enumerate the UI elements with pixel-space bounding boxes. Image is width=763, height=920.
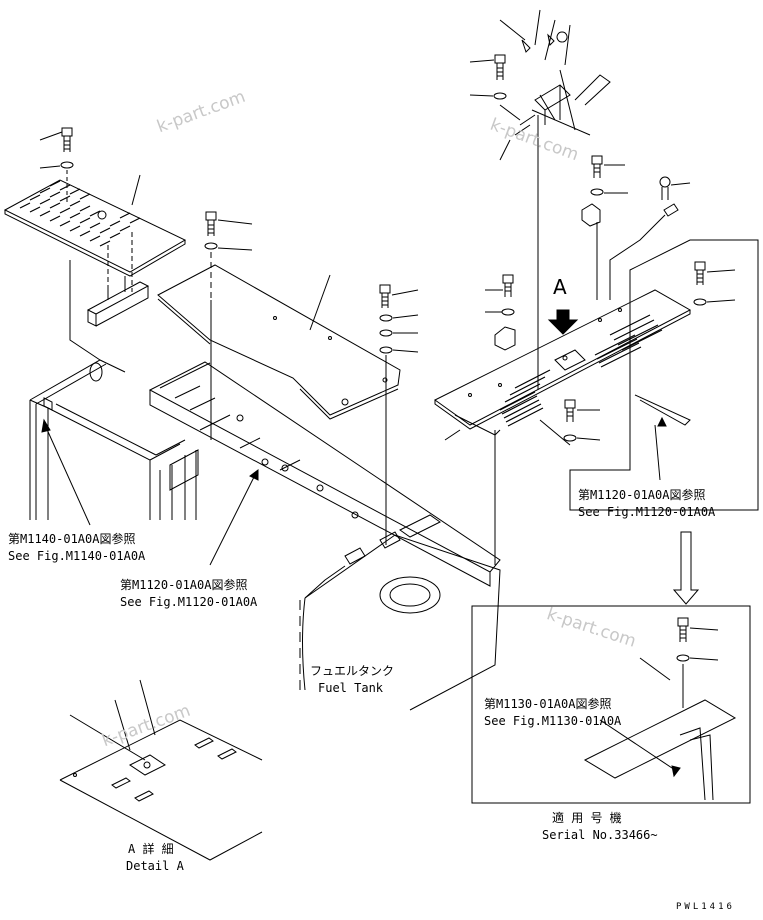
view-a-arrow xyxy=(547,309,579,335)
ref-m1120-right-jp: 第M1120-01A0A図参照 xyxy=(578,488,706,502)
bolt-8 xyxy=(564,399,600,422)
ref-m1130-jp: 第M1130-01A0A図参照 xyxy=(484,697,612,711)
lock-linkage xyxy=(499,9,611,161)
left-frame xyxy=(29,359,197,520)
grating-bracket xyxy=(86,276,150,327)
ref-m1140-jp: 第M1140-01A0A図参照 xyxy=(8,532,136,546)
bolt-2 xyxy=(205,211,253,236)
bolt-10 xyxy=(677,617,719,642)
bolt-6 xyxy=(659,176,691,200)
serial-box xyxy=(471,605,751,804)
ref-m1130-en: See Fig.M1130-01A0A xyxy=(484,714,622,728)
detail-a-view xyxy=(59,679,263,861)
detail-a-en: Detail A xyxy=(126,859,184,873)
bolt-5 xyxy=(591,155,625,178)
washer-1 xyxy=(39,161,74,169)
bolt-3 xyxy=(379,284,419,308)
ref-m1120-left-jp: 第M1120-01A0A図参照 xyxy=(120,578,248,592)
center-frame-rail xyxy=(148,361,501,587)
detail-a-jp: A 詳 細 xyxy=(128,842,174,856)
bolt-9 xyxy=(694,261,736,285)
serial-en: Serial No.33466~ xyxy=(542,828,658,842)
drawing-code: PWL1416 xyxy=(676,902,735,912)
fuel-tank xyxy=(299,531,501,711)
fuel-tank-en: Fuel Tank xyxy=(318,681,384,695)
left-grating-plate xyxy=(3,174,187,277)
bolt-1 xyxy=(39,127,73,152)
bolt-7 xyxy=(485,274,514,297)
washer-4 xyxy=(493,92,507,100)
bolt-4 xyxy=(469,54,506,80)
serial-jp: 適 用 号 機 xyxy=(552,811,622,825)
view-a-label: A xyxy=(553,275,567,299)
reference-box-m1120 xyxy=(569,239,759,511)
hollow-down-arrow xyxy=(672,531,700,605)
washer-2 xyxy=(204,242,253,251)
ref-m1140-en: See Fig.M1140-01A0A xyxy=(8,549,146,563)
ref-m1120-right-en: See Fig.M1120-01A0A xyxy=(578,505,716,519)
ref-m1120-left-en: See Fig.M1120-01A0A xyxy=(120,595,258,609)
fuel-tank-jp: フュエルタンク xyxy=(310,664,395,678)
center-cover-plate xyxy=(157,264,401,420)
washer-3 xyxy=(379,314,393,322)
right-cover-plate xyxy=(434,289,692,441)
